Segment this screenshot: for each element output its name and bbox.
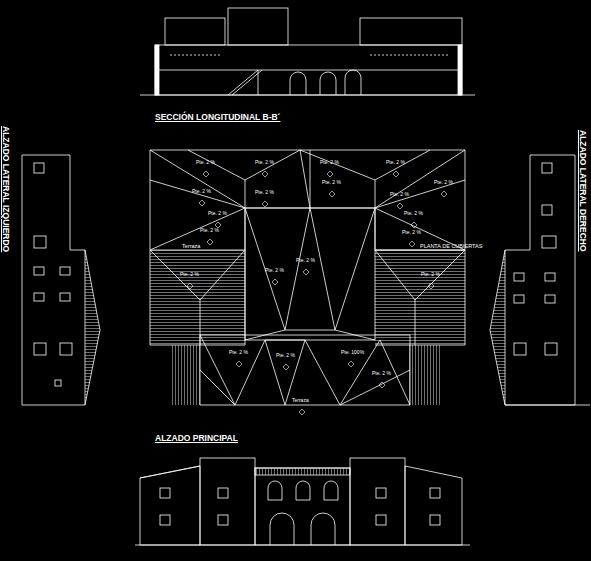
slope-symbol: [348, 361, 354, 367]
slope-label: Pte. 2 %: [322, 180, 341, 185]
slope-label: Pte. 2 %: [276, 353, 295, 358]
slope-symbol: [393, 171, 399, 177]
slope-symbol: [199, 200, 205, 206]
slope-symbol: [409, 241, 415, 247]
window: [430, 488, 440, 498]
drawing-title: ALZADO LATERAL IZQUIERDO: [2, 126, 11, 252]
slope-label: Pte. 2 %: [404, 211, 423, 216]
window: [376, 515, 386, 525]
slope-symbol: [283, 364, 289, 370]
longitudinal-section: [140, 8, 475, 95]
slope-label: Pte. 2 %: [200, 228, 219, 233]
slope-label: Pte. 2 %: [320, 160, 339, 165]
slope-label: Pte. 2 %: [421, 272, 440, 277]
slope-symbol: [379, 382, 385, 388]
window: [545, 273, 555, 281]
window: [160, 515, 170, 525]
window: [430, 515, 440, 525]
window: [34, 236, 46, 248]
slope-label: Pte. 2 %: [255, 160, 274, 165]
slope-symbol: [411, 222, 417, 228]
slope-symbol: [236, 361, 242, 367]
slope-label: Pte. 2 %: [196, 160, 215, 165]
window: [542, 236, 556, 248]
window: [514, 343, 526, 355]
slope-symbol: [428, 283, 434, 289]
windows: [34, 163, 557, 525]
slope-symbol: [187, 283, 193, 289]
window: [60, 293, 70, 301]
drawing-title: SECCIÓN LONGITUDINAL B-B´: [155, 113, 280, 122]
slope-label: Pte. 2 %: [296, 258, 315, 263]
slope-symbol: [397, 203, 403, 209]
slope-label: Pte. 2 %: [402, 230, 421, 235]
slope-symbols: [187, 171, 447, 415]
slope-symbol: [329, 191, 335, 197]
slope-label: Terraza: [292, 398, 309, 403]
slope-symbol: [441, 191, 447, 197]
area-label: PLANTA DE CUBIERTAS: [420, 244, 482, 250]
window: [542, 205, 552, 215]
slope-label: Pte. 2 %: [265, 268, 284, 273]
area-label: Terraza: [182, 244, 200, 250]
slope-symbol: [203, 171, 209, 177]
window: [34, 163, 44, 173]
window: [218, 488, 228, 498]
window: [542, 163, 552, 173]
slope-label: Pte. 100%: [341, 350, 364, 355]
slope-label: Pte. 2 %: [390, 192, 409, 197]
slope-symbol: [262, 171, 268, 177]
window: [34, 267, 44, 275]
window: [218, 515, 228, 525]
window: [514, 273, 524, 281]
window: [34, 343, 46, 355]
slope-label: Pte. 2 %: [386, 160, 405, 165]
window: [34, 293, 44, 301]
slope-symbol: [299, 409, 305, 415]
window: [376, 488, 386, 498]
slope-label: Pte. 2 %: [372, 371, 391, 376]
slope-symbol: [303, 269, 309, 275]
window: [545, 343, 557, 355]
slope-label: Pte. 2 %: [180, 272, 199, 277]
slope-label: Pte. 2 %: [434, 180, 453, 185]
slope-symbol: [272, 279, 278, 285]
slope-label: Pte. 2 %: [192, 189, 211, 194]
window: [160, 488, 170, 498]
slope-label: Pte. 2 %: [255, 190, 274, 195]
window: [60, 343, 72, 355]
window: [514, 295, 524, 303]
drawing-title: ALZADO PRINCIPAL: [155, 434, 238, 443]
slope-label: Pte. 2 %: [208, 211, 227, 216]
slope-symbol: [262, 201, 268, 207]
window: [545, 295, 555, 303]
slope-symbol: [207, 239, 213, 245]
right-elevation: [490, 155, 590, 405]
left-elevation: [22, 155, 100, 405]
slope-label: Pte. 2 %: [229, 350, 248, 355]
window: [60, 267, 70, 275]
window: [55, 380, 61, 386]
slope-symbol: [327, 171, 333, 177]
main-elevation: [135, 458, 470, 545]
drawing-title: ALZADO LATERAL DERECHO: [579, 130, 588, 252]
roof-plan: [150, 150, 465, 405]
